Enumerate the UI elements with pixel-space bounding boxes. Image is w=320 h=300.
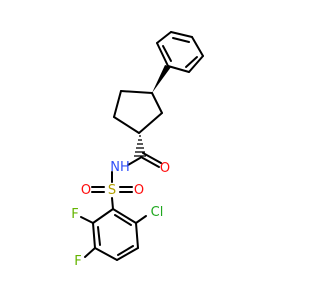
bond: [94, 247, 118, 261]
aromatic-inner-bond: [185, 56, 198, 68]
bond: [120, 90, 153, 94]
bond: [167, 65, 190, 73]
halophenyl-ring: [92, 208, 139, 261]
atom-label-o-sulfonyl-right: O: [134, 183, 144, 198]
bond: [127, 157, 141, 166]
atom-label-nh: NH: [110, 160, 130, 175]
bond: [151, 92, 163, 114]
atom-label-f-lower: F: [74, 254, 81, 269]
aromatic-inner-bond: [162, 45, 172, 62]
atom-label-o-sulfonyl-left: O: [81, 183, 91, 198]
bond: [80, 216, 94, 224]
bond: [188, 55, 204, 73]
bond: [191, 36, 204, 57]
bond: [138, 112, 163, 134]
aromatic-inner-bond: [117, 245, 134, 256]
bond: [116, 247, 139, 261]
bond: [170, 31, 193, 38]
bond: [113, 116, 140, 134]
bond: [156, 42, 169, 67]
atom-label-cl: Cl: [151, 205, 164, 220]
aromatic-inner-bond: [114, 214, 132, 226]
aromatic-inner-bond: [172, 37, 190, 43]
bond: [156, 31, 172, 44]
bond: [92, 222, 96, 249]
bond: [112, 208, 137, 224]
bond: [135, 215, 147, 224]
atom-label-f-upper: F: [71, 207, 78, 222]
atom-label-o-amide: O: [160, 161, 170, 176]
bond: [84, 247, 96, 258]
wedge-bond: [152, 65, 171, 93]
chemical-structure: O NH S O O Cl F F: [71, 31, 204, 269]
carbonyl-bond: [140, 156, 160, 168]
phenyl-ring: [156, 31, 204, 73]
hash-bond: [134, 135, 146, 157]
bond: [111, 197, 114, 210]
bond: [135, 222, 139, 249]
cyclopentane-ring: [113, 90, 163, 134]
bond: [113, 90, 122, 118]
bond: [92, 208, 114, 224]
carbonyl-bond: [142, 152, 162, 164]
atom-label-s: S: [108, 183, 116, 198]
aromatic-inner-bond: [97, 226, 101, 246]
